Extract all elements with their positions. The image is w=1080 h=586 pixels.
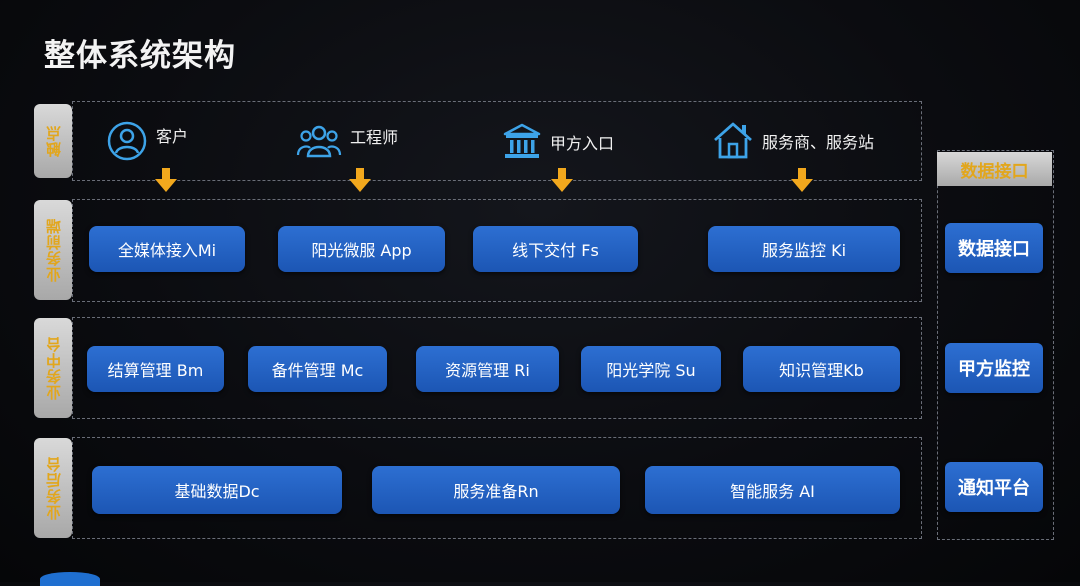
page-title: 整体系统架构 [44, 38, 236, 74]
down-arrow-icon [551, 168, 573, 192]
layer-label-middle: 业务中台 [34, 318, 72, 418]
middle-row [72, 317, 922, 419]
frontend-module-ki[interactable]: 服务监控 Ki [708, 226, 900, 272]
building-icon [503, 123, 541, 158]
layer-label-middle-text: 业务中台 [44, 336, 63, 400]
client-monitor-button[interactable]: 甲方监控 [945, 343, 1043, 393]
right-panel-header: 数据接口 [937, 152, 1052, 186]
backend-module-rn[interactable]: 服务准备Rn [372, 466, 620, 514]
notify-platform-button[interactable]: 通知平台 [945, 462, 1043, 512]
down-arrow-icon [791, 168, 813, 192]
touchpoint-service-provider[interactable]: 服务商、服务站 [712, 120, 874, 160]
frontend-module-fs[interactable]: 线下交付 Fs [473, 226, 638, 272]
touchpoint-row [72, 101, 922, 181]
middle-module-bm[interactable]: 结算管理 Bm [87, 346, 224, 392]
middle-module-kb[interactable]: 知识管理Kb [743, 346, 900, 392]
layer-label-frontend: 业务前端 [34, 200, 72, 300]
touchpoint-label: 客户 [156, 127, 189, 146]
frontend-row [72, 199, 922, 302]
backend-module-ai[interactable]: 智能服务 AI [645, 466, 900, 514]
layer-label-backend: 业务后台 [34, 438, 72, 538]
layer-label-backend-text: 业务后台 [44, 456, 63, 520]
right-panel [937, 150, 1054, 540]
touchpoint-label: 甲方入口 [550, 134, 615, 153]
layer-label-frontend-text: 业务前端 [44, 218, 63, 282]
backend-row [72, 437, 922, 539]
frontend-module-mi[interactable]: 全媒体接入Mi [89, 226, 245, 272]
touchpoint-label: 工程师 [350, 128, 399, 147]
touchpoint-customer[interactable]: 客户 [106, 120, 188, 162]
home-icon [714, 122, 752, 159]
layer-label-touchpoint-text: 触点 [44, 125, 63, 157]
touchpoint-label: 服务商、服务站 [762, 133, 875, 152]
down-arrow-icon [155, 168, 177, 192]
frontend-module-app[interactable]: 阳光微服 App [278, 226, 445, 272]
middle-module-su[interactable]: 阳光学院 Su [581, 346, 721, 392]
layer-label-touchpoint: 触点 [34, 104, 72, 178]
logo-fragment [40, 572, 100, 586]
group-icon [296, 125, 342, 158]
backend-module-dc[interactable]: 基础数据Dc [92, 466, 342, 514]
data-interface-button[interactable]: 数据接口 [945, 223, 1043, 273]
middle-module-mc[interactable]: 备件管理 Mc [248, 346, 387, 392]
touchpoint-client-entry[interactable]: 甲方入口 [502, 122, 614, 160]
user-icon [107, 121, 147, 161]
middle-module-ri[interactable]: 资源管理 Ri [416, 346, 559, 392]
down-arrow-icon [349, 168, 371, 192]
touchpoint-engineer[interactable]: 工程师 [296, 122, 398, 160]
